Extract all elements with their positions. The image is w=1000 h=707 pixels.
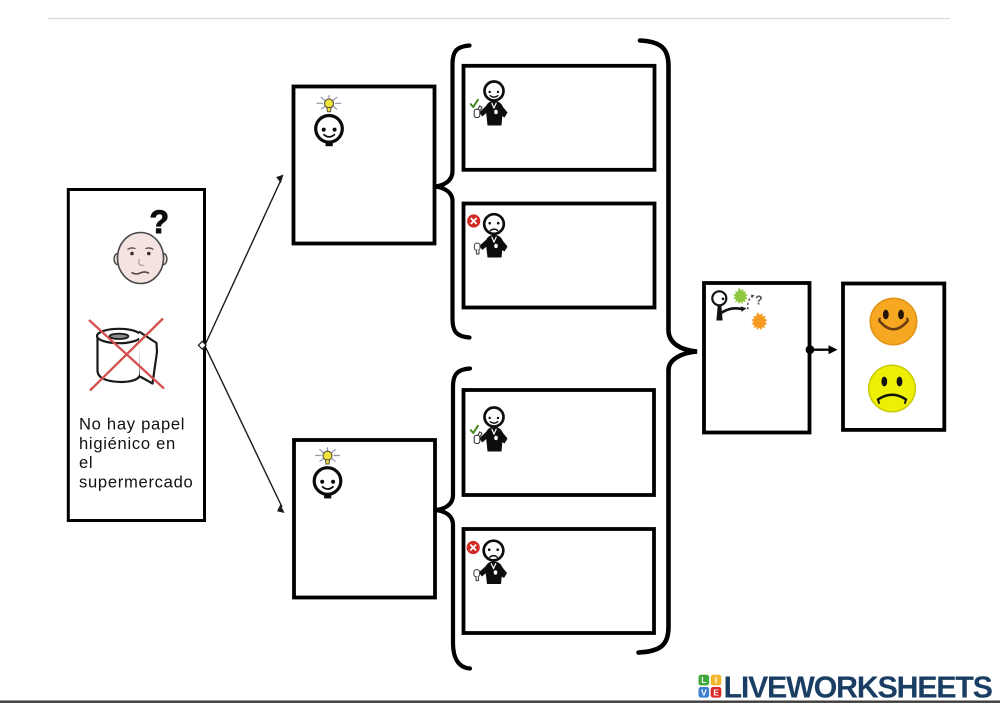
svg-text:?: ?	[150, 204, 170, 240]
svg-text:higiénico en: higiénico en	[79, 434, 176, 453]
svg-text:No hay papel: No hay papel	[79, 415, 185, 434]
svg-text:E: E	[713, 687, 719, 697]
svg-text:L: L	[701, 675, 706, 685]
svg-text:supermercado: supermercado	[79, 472, 193, 491]
svg-text:I: I	[715, 675, 717, 685]
svg-text:el: el	[79, 453, 93, 472]
svg-text:V: V	[701, 687, 707, 697]
svg-text:?: ?	[755, 294, 763, 308]
svg-text:LIVEWORKSHEETS: LIVEWORKSHEETS	[724, 671, 993, 705]
